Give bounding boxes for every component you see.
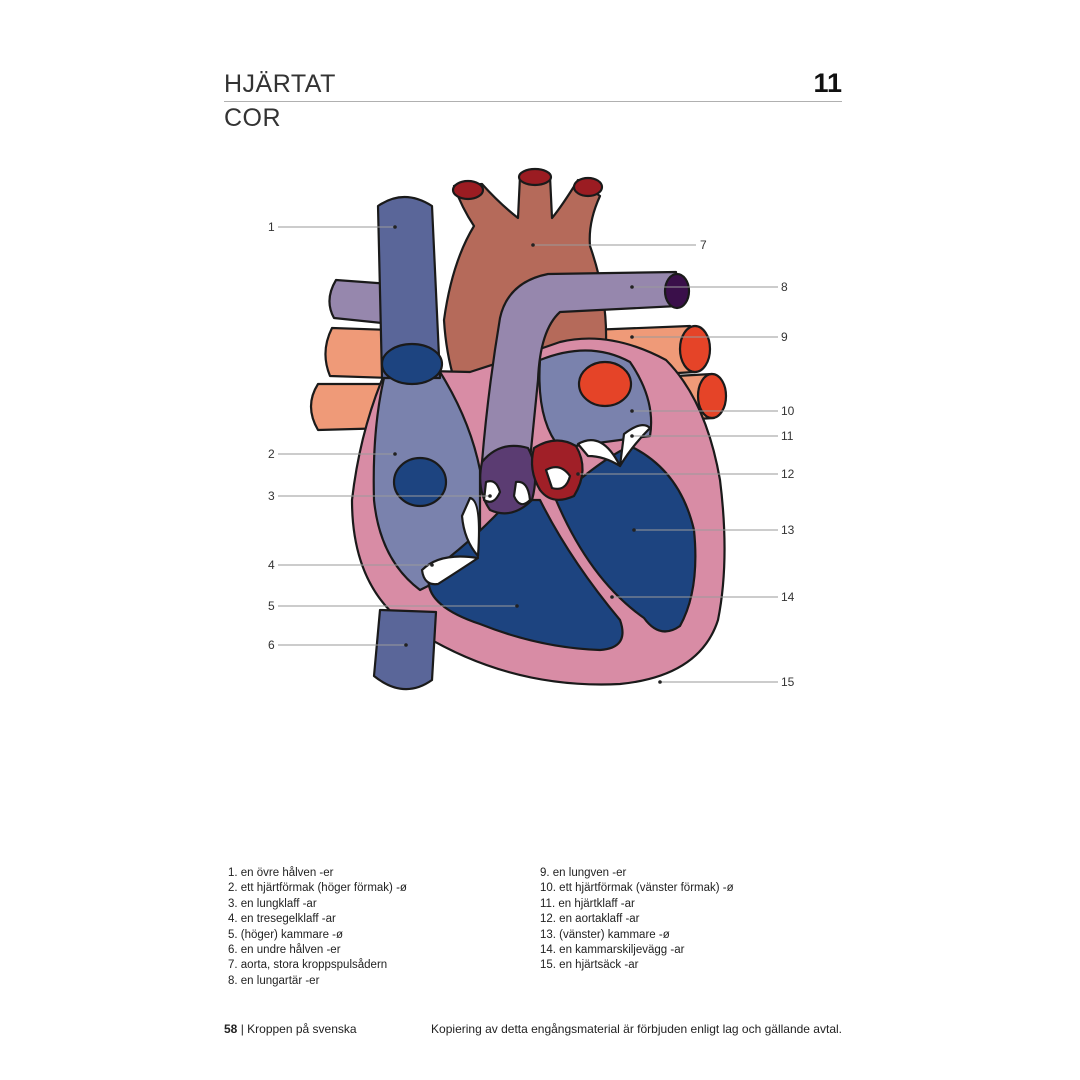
label-6: 6 (268, 638, 275, 652)
footer-book-info: 58 | Kroppen på svenska (224, 1022, 357, 1036)
tricuspid-valve (420, 555, 480, 586)
legend-item: 2. ett hjärtförmak (höger förmak) -ø (228, 882, 407, 895)
label-8: 8 (781, 280, 788, 294)
label-9: 9 (781, 330, 788, 344)
tricuspid-valve-upper (460, 496, 481, 558)
label-12: 12 (781, 467, 795, 481)
label-13: 13 (781, 523, 795, 537)
pulmonary-valve-cusp-right (512, 480, 532, 506)
aorta-branch-left-end (451, 179, 485, 201)
legend-item: 8. en lungartär -er (228, 974, 320, 987)
aorta-branch-middle-end (517, 167, 553, 187)
legend-item: 5. (höger) kammare -ø (228, 928, 344, 941)
page-number: 58 (224, 1022, 238, 1036)
legend-item: 4. en tresegelklaff -ar (228, 913, 336, 926)
mitral-valve-right (618, 423, 652, 468)
label-4: 4 (268, 558, 275, 572)
label-10: 10 (781, 404, 795, 418)
pulmonary-valve-cusp-left (482, 480, 502, 503)
label-11: 11 (781, 429, 794, 443)
pulmonary-artery (480, 270, 680, 464)
pulmonary-artery-left-branch (328, 278, 394, 326)
copyright-notice: Kopiering av detta engångsmaterial är fö… (431, 1022, 842, 1036)
superior-vena-cava (376, 195, 442, 380)
title-divider (224, 101, 842, 102)
chapter-number: 11 (813, 68, 842, 98)
legend-item: 15. en hjärtsäck -ar (540, 959, 639, 972)
label-3: 3 (268, 489, 275, 503)
aorta-branch-right-end (572, 176, 604, 198)
page-subtitle: COR (224, 104, 282, 132)
inferior-vena-cava (372, 608, 438, 691)
pulmonary-vein-right-lower-end (696, 372, 728, 420)
legend-left: 1. en övre hålven -er 2. ett hjärtförmak… (228, 866, 407, 989)
legend-right: 9. en lungven -er 10. ett hjärtförmak (v… (540, 866, 734, 974)
aortic-valve-cusp (544, 465, 572, 490)
label-5: 5 (268, 599, 275, 613)
legend-item: 3. en lungklaff -ar (228, 897, 317, 910)
legend-item: 12. en aortaklaff -ar (540, 913, 640, 926)
pulmonary-vein-left-upper (324, 326, 394, 380)
label-1: 1 (268, 220, 275, 234)
pulmonary-vein-right-upper-end (678, 324, 712, 374)
legend-item: 10. ett hjärtförmak (vänster förmak) -ø (540, 882, 734, 895)
right-atrium-opening (392, 456, 448, 508)
label-2: 2 (268, 447, 275, 461)
legend-item: 13. (vänster) kammare -ø (540, 928, 670, 941)
legend-item: 14. en kammarskiljevägg -ar (540, 944, 685, 957)
book-title: | Kroppen på svenska (240, 1022, 357, 1036)
pulmonary-artery-end (663, 272, 691, 310)
legend-item: 9. en lungven -er (540, 867, 627, 879)
label-7: 7 (700, 238, 707, 252)
label-14: 14 (781, 590, 795, 604)
legend-item: 11. en hjärtklaff -ar (540, 897, 635, 910)
legend-item: 7. aorta, stora kroppspulsådern (228, 959, 388, 972)
legend-item: 1. en övre hålven -er (228, 867, 334, 879)
legend-item: 6. en undre hålven -er (228, 944, 341, 957)
vena-cava-opening (380, 342, 444, 386)
label-15: 15 (781, 675, 795, 689)
page-title: HJÄRTAT (224, 70, 336, 98)
pulmonary-vein-opening (577, 360, 633, 408)
